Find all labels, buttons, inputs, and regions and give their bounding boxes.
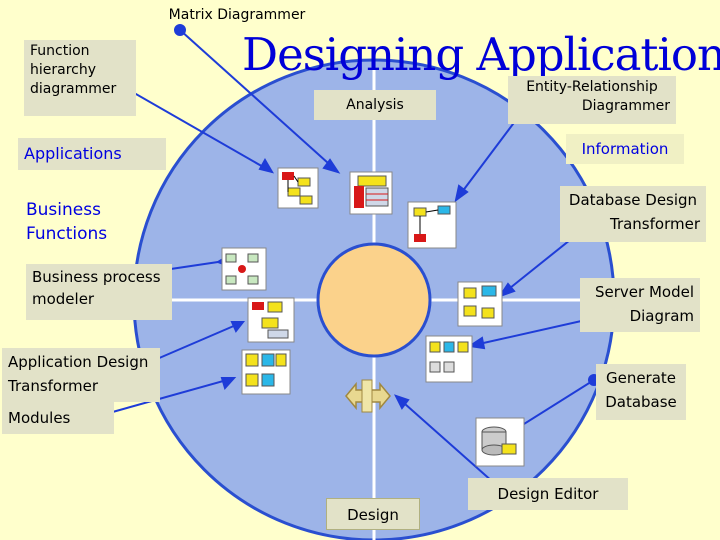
label-line: Generate bbox=[605, 369, 677, 387]
label-line: hierarchy bbox=[30, 62, 97, 78]
connector-function-hierarchy bbox=[121, 85, 273, 173]
center-circle bbox=[316, 242, 432, 358]
process-modeler-icon bbox=[221, 247, 267, 291]
label-line: Diagrammer bbox=[581, 98, 670, 114]
label-server-model: Server Model Diagram bbox=[580, 278, 700, 332]
label-generate-database: Generate Database bbox=[596, 364, 686, 420]
label-design-editor: Design Editor bbox=[468, 478, 628, 510]
label-line: Entity-Relationship bbox=[526, 79, 658, 95]
arrowhead bbox=[322, 158, 341, 174]
label-line: Diagram bbox=[629, 307, 694, 325]
connector-app-design bbox=[149, 321, 244, 363]
arrowhead bbox=[220, 377, 237, 390]
connector-matrix bbox=[179, 29, 339, 173]
label-line: Transformer bbox=[8, 377, 99, 395]
matrix-icon bbox=[349, 171, 393, 215]
label-line: Transformer bbox=[609, 215, 700, 233]
module-structure-icon bbox=[247, 297, 295, 343]
connector-process bbox=[163, 261, 219, 271]
arrowhead bbox=[394, 394, 410, 410]
arrowhead bbox=[258, 157, 275, 174]
label-business-functions: Business Functions bbox=[20, 196, 144, 248]
label-design: Design bbox=[326, 498, 420, 530]
label-analysis: Analysis bbox=[314, 90, 436, 120]
db-transformer-icon bbox=[425, 335, 473, 383]
entity-relationship-icon bbox=[407, 201, 457, 249]
generate-database-icon bbox=[475, 417, 525, 467]
connector-design-editor bbox=[395, 395, 503, 491]
label-line: Business process bbox=[32, 268, 161, 286]
page-title: Designing Applications bbox=[242, 28, 720, 81]
label-modules: Modules bbox=[2, 402, 114, 434]
label-db-design-transformer: Database Design Transformer bbox=[560, 186, 706, 242]
label-line: diagrammer bbox=[30, 81, 117, 97]
arrowhead bbox=[230, 321, 246, 333]
label-applications: Applications bbox=[18, 138, 166, 170]
label-line: Functions bbox=[26, 224, 108, 244]
arrowhead bbox=[497, 282, 516, 298]
label-line: Database bbox=[605, 393, 677, 411]
app-transformer-icon bbox=[241, 349, 291, 395]
label-line: Function bbox=[30, 43, 90, 59]
label-function-hierarchy: Function hierarchy diagrammer bbox=[24, 40, 136, 116]
design-editor-icon bbox=[345, 379, 391, 413]
arrowhead bbox=[467, 336, 486, 350]
label-app-design-transformer: Application Design Transformer bbox=[2, 348, 160, 402]
label-line: Business bbox=[26, 200, 101, 220]
function-hierarchy-icon bbox=[277, 167, 319, 209]
connector-dot bbox=[174, 24, 186, 36]
label-line: Application Design bbox=[8, 353, 149, 371]
server-model-icon bbox=[457, 281, 503, 327]
label-business-process: Business process modeler bbox=[26, 264, 172, 320]
connector-erd bbox=[455, 111, 523, 201]
arrowhead bbox=[454, 184, 469, 203]
label-line: modeler bbox=[32, 290, 95, 308]
label-matrix-diagrammer: Matrix Diagrammer bbox=[168, 7, 306, 23]
label-line: Database Design bbox=[568, 191, 698, 209]
label-entity-relationship: Entity-Relationship Diagrammer bbox=[508, 76, 676, 124]
label-information: Information bbox=[566, 134, 684, 164]
label-line: Server Model bbox=[595, 283, 694, 301]
